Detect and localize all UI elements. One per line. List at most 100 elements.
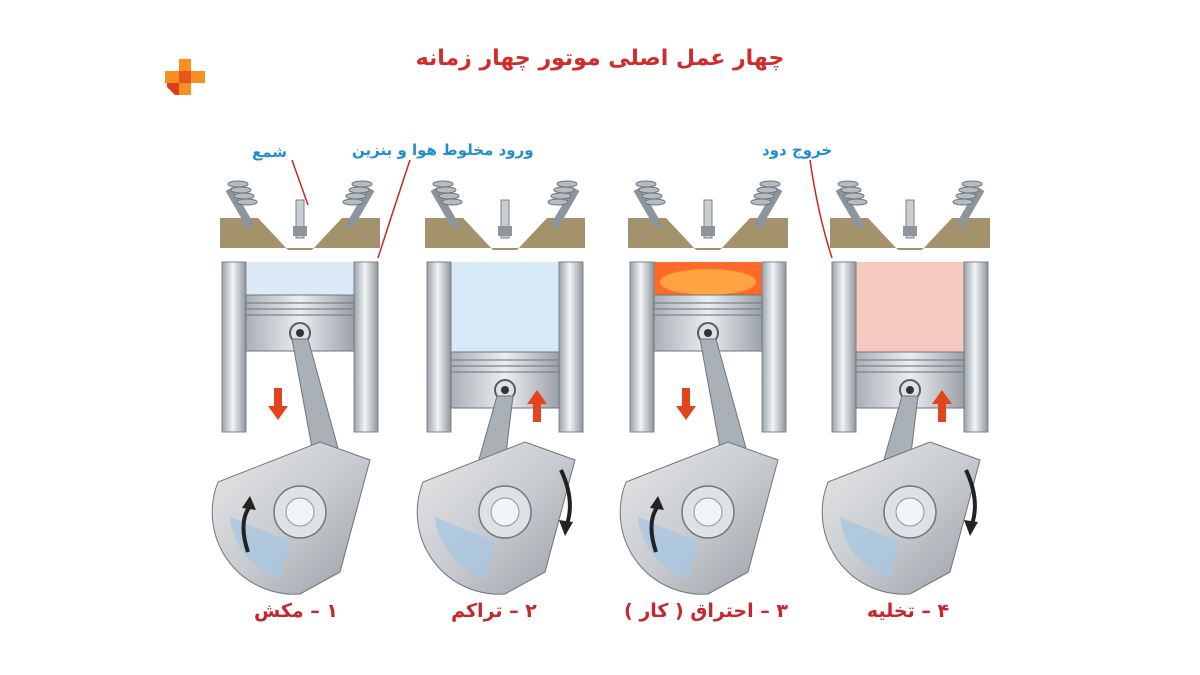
piston-pin-hole xyxy=(704,329,712,337)
valve-spring-right xyxy=(958,186,980,194)
cylinder-wall-left xyxy=(629,261,655,433)
crank-rotation-arrowhead xyxy=(650,496,664,510)
crank-rotation-arrowhead xyxy=(242,496,256,510)
valve-spring-left xyxy=(441,198,463,206)
spark-plug xyxy=(295,199,305,239)
cylinder-wall-left xyxy=(426,261,452,433)
valve-left xyxy=(835,186,865,230)
spark-plug xyxy=(703,199,713,239)
valve-spring-left xyxy=(432,180,454,188)
exhaust-label: خروج دود xyxy=(762,141,833,159)
valve-spring-right xyxy=(556,180,578,188)
valve-spring-left xyxy=(230,186,252,194)
valve-right xyxy=(345,186,375,230)
crank-rotation-arrow xyxy=(559,469,572,525)
cylinder-wall-right xyxy=(558,261,584,433)
intake-leader xyxy=(377,159,411,259)
valve-right xyxy=(955,186,985,230)
crankshaft-shade xyxy=(435,517,495,578)
valve-spring-left xyxy=(843,192,865,200)
crank-rotation-arrowhead xyxy=(559,520,573,536)
piston-arrow-down xyxy=(268,388,288,420)
spark-plug-base xyxy=(701,226,715,236)
crankshaft-journal-inner xyxy=(490,497,520,527)
cylinder-wall-right xyxy=(963,261,989,433)
valve-spring-left xyxy=(438,192,460,200)
piston-pin-hole xyxy=(906,386,914,394)
spark-plug-base xyxy=(903,226,917,236)
valve-spring-left xyxy=(635,180,657,188)
valve-spring-left xyxy=(840,186,862,194)
crank-rotation-arrow xyxy=(964,469,977,525)
valve-left xyxy=(633,186,663,230)
combustion-chamber xyxy=(244,262,356,295)
valve-right xyxy=(753,186,783,230)
combustion-chamber xyxy=(854,262,966,352)
valve-spring-left xyxy=(638,186,660,194)
cylinder-wall-left xyxy=(831,261,857,433)
spark-plug-leader xyxy=(291,159,309,206)
valve-spring-right xyxy=(553,186,575,194)
piston-arrow-up xyxy=(527,390,547,422)
crankshaft-shade xyxy=(840,517,900,578)
valve-spring-left xyxy=(641,192,663,200)
valve-spring-left xyxy=(846,198,868,206)
exhaust-leader xyxy=(809,159,833,259)
cylinder-head xyxy=(830,218,990,250)
plus-logo-icon xyxy=(165,59,205,95)
valve-spring-left xyxy=(435,186,457,194)
cylinder-wall-right xyxy=(353,261,379,433)
cylinder-exhaust xyxy=(821,180,990,595)
crankshaft-journal-inner xyxy=(895,497,925,527)
cylinder-wall-right xyxy=(761,261,787,433)
valve-spring-left xyxy=(837,180,859,188)
valve-spring-left xyxy=(227,180,249,188)
valve-spring-right xyxy=(750,198,772,206)
valve-spring-right xyxy=(351,180,373,188)
crankshaft-journal-inner xyxy=(693,497,723,527)
valve-left xyxy=(225,186,255,230)
stroke-caption-power: ۳ – احتراق ( کار ) xyxy=(624,600,788,622)
piston-pin-hole xyxy=(296,329,304,337)
cylinder-head xyxy=(220,218,380,250)
cylinder-head xyxy=(628,218,788,250)
intake-label: ورود مخلوط هوا و بنزین xyxy=(352,141,534,159)
crank-rotation-arrowhead xyxy=(964,520,978,536)
piston-pin-hole xyxy=(501,386,509,394)
page-title: چهار عمل اصلی موتور چهار زمانه xyxy=(415,46,785,71)
spark-plug-base xyxy=(293,226,307,236)
valve-spring-right xyxy=(550,192,572,200)
combustion-chamber xyxy=(449,262,561,352)
cylinder-compression xyxy=(416,180,585,595)
spark-plug-label: شمع xyxy=(252,143,288,161)
valve-spring-right xyxy=(759,180,781,188)
spark-plug-base xyxy=(498,226,512,236)
valve-spring-right xyxy=(753,192,775,200)
valve-left xyxy=(430,186,460,230)
valve-spring-right xyxy=(955,192,977,200)
valve-spring-left xyxy=(233,192,255,200)
combustion-flame xyxy=(660,269,756,295)
cylinder-head xyxy=(425,218,585,250)
cylinder-power xyxy=(619,180,788,595)
stroke-caption-compression: ۲ – تراکم xyxy=(451,600,537,622)
valve-spring-left xyxy=(236,198,258,206)
spark-plug xyxy=(500,199,510,239)
crankshaft-journal-inner xyxy=(285,497,315,527)
spark-plug xyxy=(905,199,915,239)
valve-spring-right xyxy=(952,198,974,206)
valve-spring-right xyxy=(342,198,364,206)
valve-spring-right xyxy=(961,180,983,188)
valve-spring-right xyxy=(345,192,367,200)
valve-right xyxy=(550,186,580,230)
valve-spring-right xyxy=(756,186,778,194)
cylinder-intake xyxy=(211,180,380,595)
piston-arrow-up xyxy=(932,390,952,422)
valve-spring-left xyxy=(644,198,666,206)
valve-spring-right xyxy=(348,186,370,194)
valve-spring-right xyxy=(547,198,569,206)
stroke-caption-exhaust: ۴ – تخلیه xyxy=(866,600,950,622)
piston-arrow-down xyxy=(676,388,696,420)
cylinder-wall-left xyxy=(221,261,247,433)
